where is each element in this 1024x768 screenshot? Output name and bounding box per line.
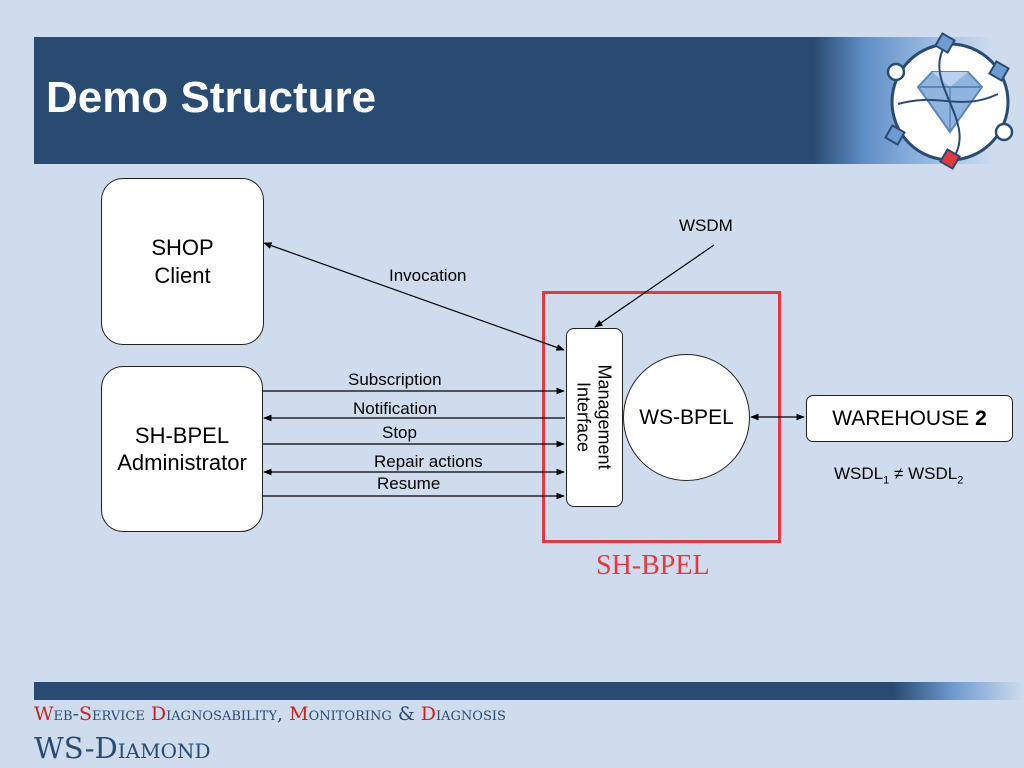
tagline-d1: D bbox=[150, 703, 167, 725]
tagline-m: M bbox=[289, 703, 309, 725]
shbpel-administrator-label: SH-BPEL Administrator bbox=[117, 422, 247, 476]
management-interface-box bbox=[566, 328, 623, 507]
wsdl-note-rhs-sub: 2 bbox=[957, 474, 964, 487]
ws-bpel-node: WS-BPEL bbox=[623, 354, 750, 481]
repair-actions-label: Repair actions bbox=[374, 452, 483, 471]
tagline-w: W bbox=[34, 703, 54, 725]
tagline-iagnosability: iagnosability, bbox=[166, 703, 290, 725]
footer-brand: WS-Diamond bbox=[34, 731, 211, 765]
invocation-label: Invocation bbox=[389, 266, 467, 285]
slide-title: Demo Structure bbox=[46, 73, 377, 122]
shbpel-container-label: SH-BPEL bbox=[596, 550, 710, 581]
warehouse-number: 2 bbox=[975, 406, 987, 430]
shop-client-box: SHOP Client bbox=[101, 178, 264, 345]
wsdl-note-lhs: WSDL bbox=[834, 464, 884, 483]
notification-label: Notification bbox=[353, 399, 438, 418]
stop-label: Stop bbox=[382, 423, 417, 442]
footer-tagline: Web-Service Diagnosability, Monitoring &… bbox=[34, 703, 506, 725]
tagline-d2: D bbox=[420, 703, 436, 725]
ws-diamond-logo-icon bbox=[884, 32, 1014, 170]
tagline-onitoring: onitoring & bbox=[308, 703, 421, 725]
footer-bar bbox=[34, 682, 1024, 700]
tagline-iagnosis: iagnosis bbox=[436, 703, 506, 725]
wsdl-note-rhs: WSDL bbox=[908, 464, 958, 483]
wsdl-note: WSDL1 ≠ WSDL2 bbox=[834, 464, 963, 486]
ws-bpel-label: WS-BPEL bbox=[639, 405, 734, 429]
wsdl-note-op: ≠ bbox=[893, 464, 904, 483]
resume-label: Resume bbox=[377, 474, 441, 493]
wsdm-arrow bbox=[594, 244, 715, 328]
wsdm-label: WSDM bbox=[679, 216, 733, 235]
tagline-ervice: ervice bbox=[92, 703, 151, 725]
tagline-s: S bbox=[79, 703, 93, 725]
subscription-label: Subscription bbox=[348, 370, 442, 389]
title-bar bbox=[34, 37, 1024, 164]
invocation-arrow bbox=[263, 242, 565, 351]
shbpel-administrator-box: SH-BPEL Administrator bbox=[101, 366, 263, 532]
warehouse-label: WAREHOUSE bbox=[832, 406, 970, 430]
wsdl-note-lhs-sub: 1 bbox=[883, 474, 890, 487]
shop-client-label: SHOP Client bbox=[151, 235, 214, 288]
tagline-eb: eb- bbox=[53, 703, 79, 725]
